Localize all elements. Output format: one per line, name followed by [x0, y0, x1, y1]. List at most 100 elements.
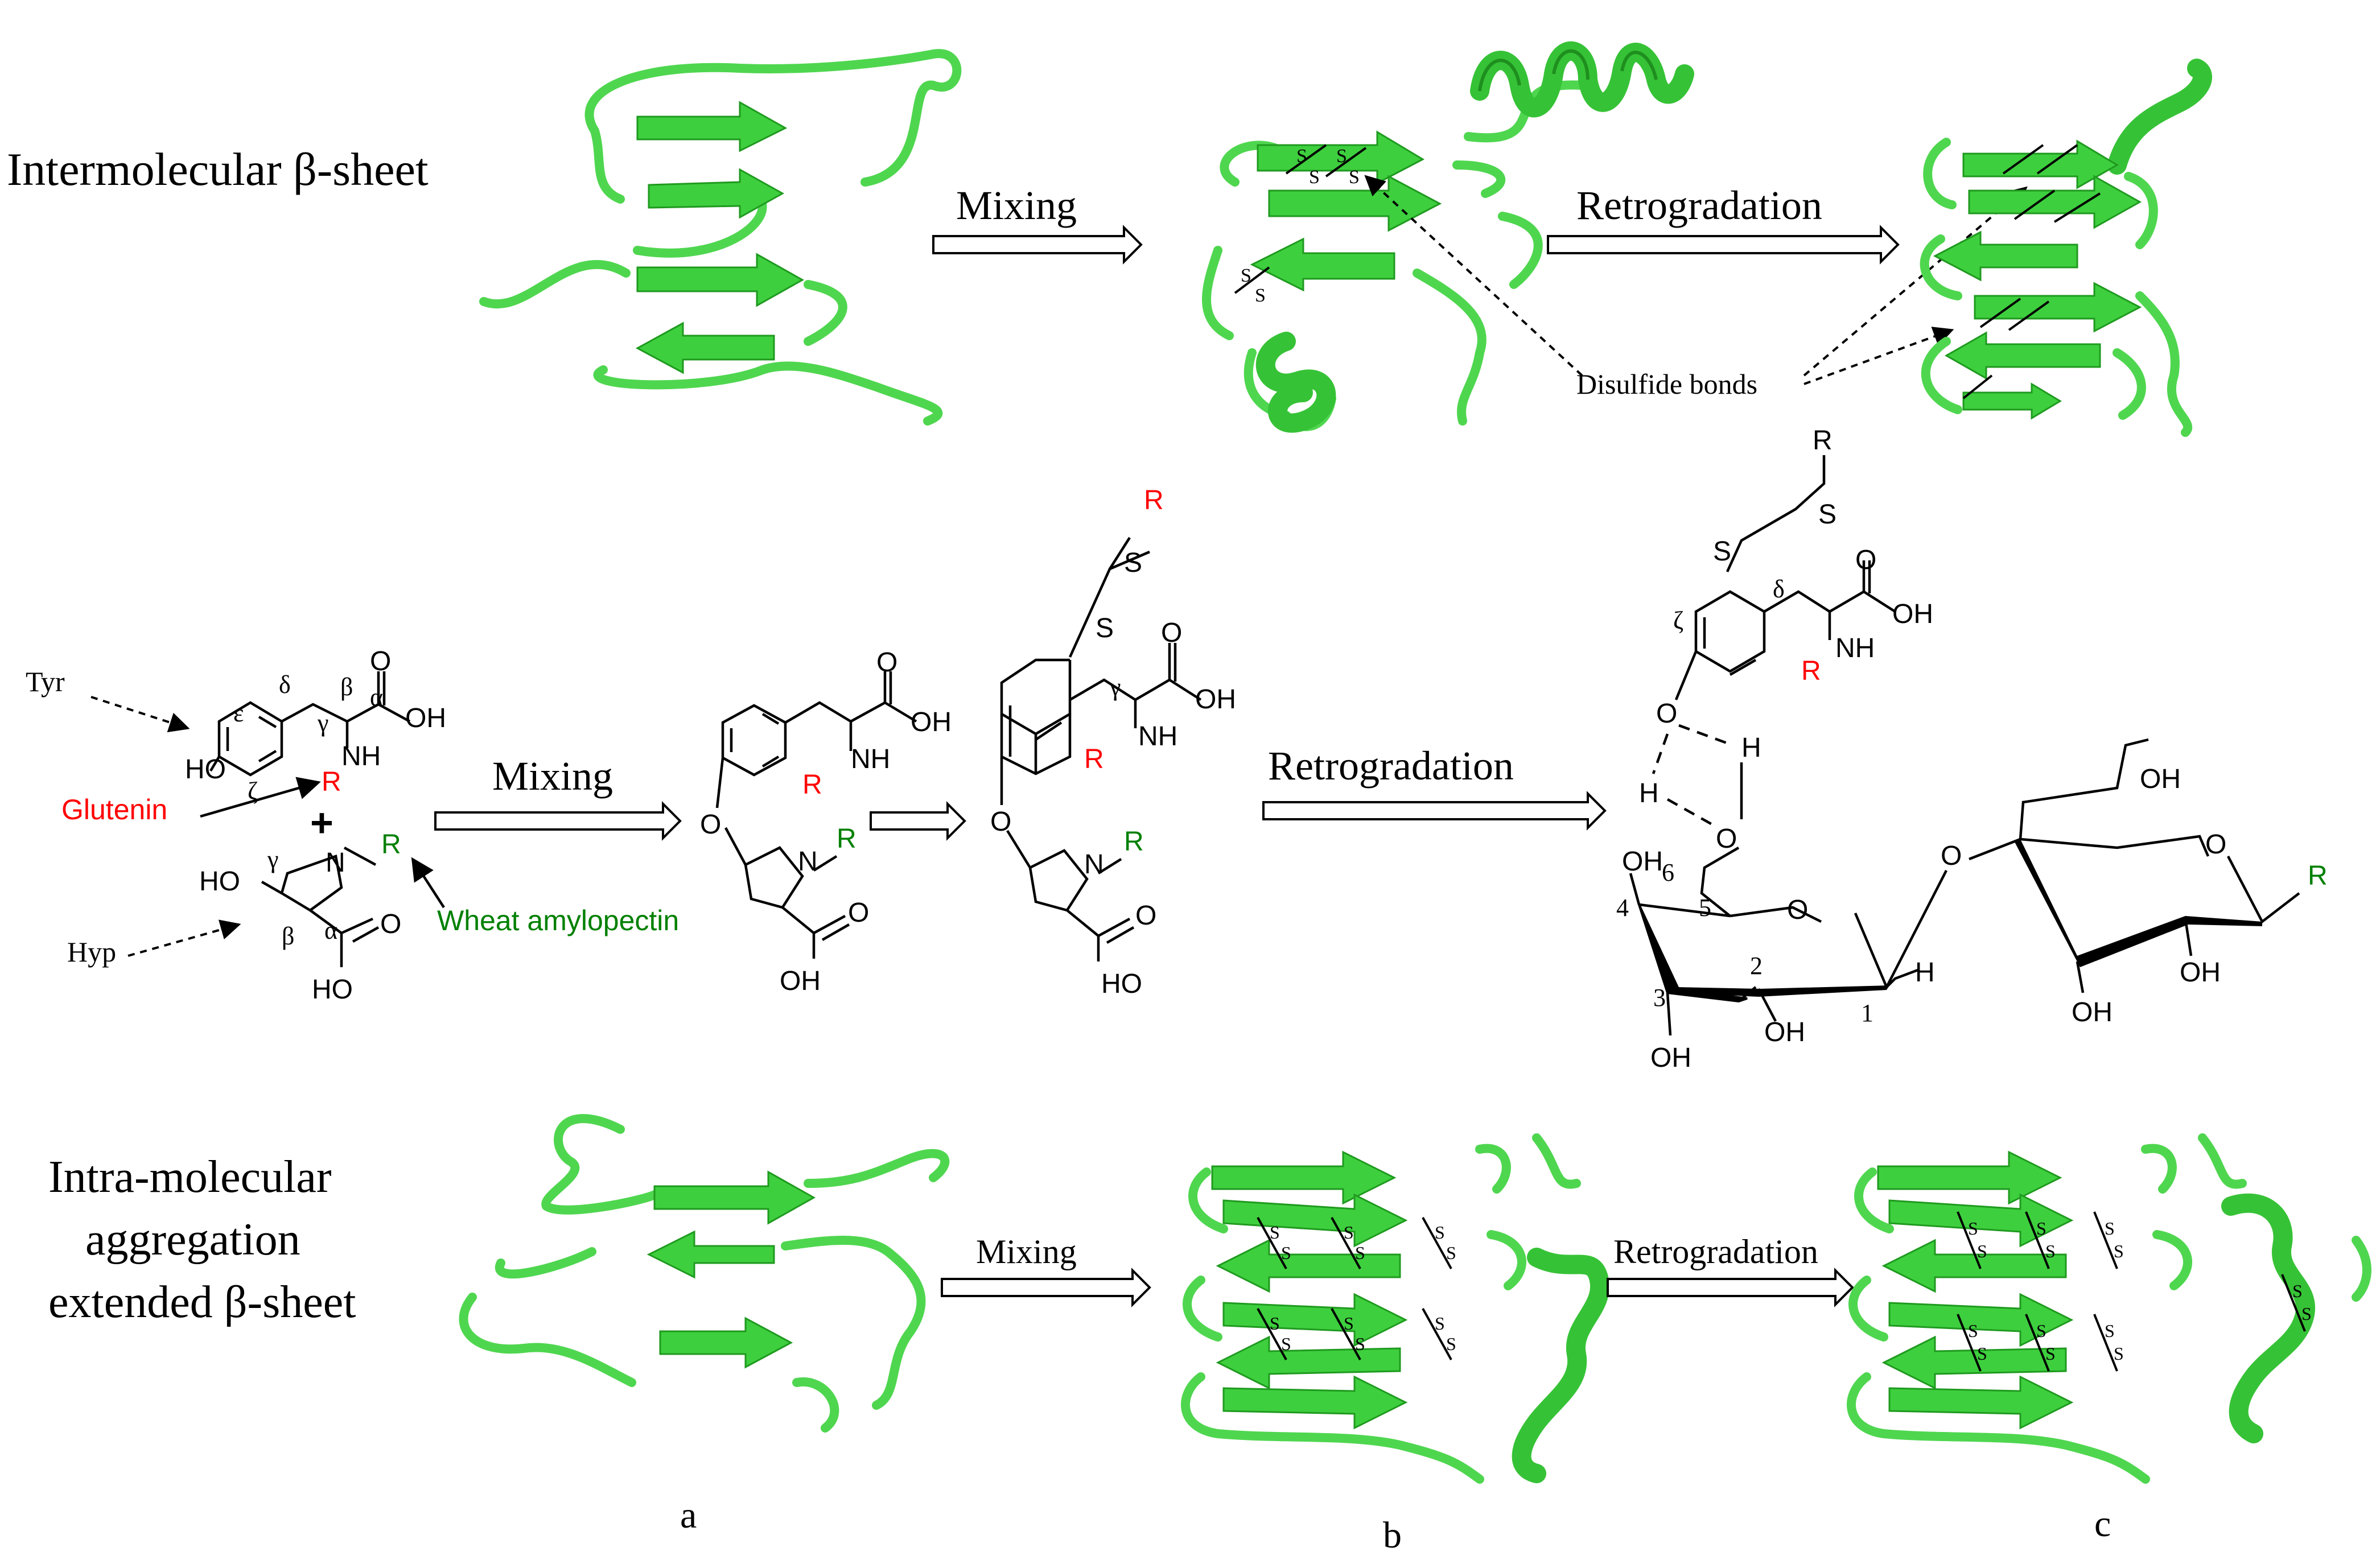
svg-text:OH: OH [780, 966, 821, 996]
disulfide-s-label: S [2301, 1303, 2312, 1324]
protein-structure-1a [479, 49, 962, 426]
retrogradation-arrow-1: Retrogradation [1547, 183, 1900, 265]
svg-text:HO: HO [312, 975, 353, 1005]
svg-text:OH: OH [2072, 997, 2113, 1027]
svg-text:O: O [370, 646, 391, 676]
disulfide-s-label: S [2114, 1343, 2124, 1364]
svg-text:HO: HO [185, 754, 226, 785]
svg-text:OH: OH [1892, 599, 1933, 629]
svg-text:O: O [380, 909, 401, 939]
svg-text:6: 6 [1662, 859, 1674, 886]
svg-text:NH: NH [1138, 721, 1177, 752]
protein-structure-1c [1920, 59, 2212, 437]
svg-text:R: R [1124, 827, 1144, 857]
svg-text:OH: OH [405, 703, 446, 733]
disulfide-s-label: S [1435, 1222, 1445, 1243]
svg-text:5: 5 [1699, 894, 1711, 922]
svg-text:4: 4 [1616, 894, 1629, 922]
svg-text:S: S [1124, 548, 1142, 578]
svg-text:N: N [326, 848, 345, 878]
disulfide-s-label: S [2105, 1320, 2115, 1341]
svg-text:HO: HO [199, 866, 240, 897]
hydroxyproline-structure: HO N O HO γ β α R [199, 829, 401, 1005]
disulfide-s-label: S [2292, 1281, 2303, 1301]
intermediate-structure: R S S γ O OH NH R O N R O HO [990, 485, 1236, 999]
svg-text:δ: δ [1773, 575, 1785, 603]
mixing-label-1: Mixing [956, 183, 1077, 228]
disulfide-s-label: S [1270, 1313, 1280, 1334]
svg-text:S: S [1241, 265, 1251, 286]
svg-text:O: O [990, 807, 1011, 837]
disulfide-s-label: S [2045, 1343, 2056, 1364]
protein-structure-3a [459, 1114, 950, 1433]
disulfide-s-label: S [2105, 1218, 2115, 1239]
svg-text:S: S [1309, 167, 1320, 188]
svg-text:R: R [802, 770, 822, 800]
svg-text:O: O [2205, 829, 2226, 860]
glutenin-label: Glutenin [61, 794, 167, 826]
svg-text:O: O [876, 647, 897, 678]
svg-text:S: S [1713, 536, 1731, 567]
helix-3c [2221, 1193, 2316, 1443]
svg-text:R: R [1144, 485, 1164, 515]
disulfide-s-label: S [1435, 1313, 1445, 1334]
svg-text:β: β [340, 673, 353, 701]
svg-text:δ: δ [279, 671, 291, 699]
svg-text:R: R [1801, 656, 1821, 686]
svg-text:S: S [1096, 613, 1114, 643]
glutenin-r: R [322, 767, 341, 797]
svg-text:N: N [1084, 849, 1104, 880]
disulfide-s-label: S [2036, 1320, 2047, 1341]
helix-1c-top [2107, 59, 2212, 175]
svg-text:OH: OH [1764, 1017, 1805, 1047]
mixing-label-3: Mixing [976, 1233, 1077, 1270]
svg-text:O: O [1855, 545, 1876, 575]
disulfide-s-label: S [1968, 1218, 1978, 1239]
svg-text:OH: OH [1622, 847, 1663, 877]
disulfide-s-label: S [1446, 1334, 1456, 1354]
disulfide-s-label: S [1281, 1334, 1291, 1354]
intermolecular-label: Intermolecular β-sheet [7, 143, 429, 195]
svg-text:γ: γ [267, 845, 278, 873]
plus-sign: + [310, 800, 333, 845]
svg-text:O: O [1135, 901, 1156, 931]
svg-text:S: S [1818, 500, 1837, 530]
svg-text:O: O [1161, 618, 1182, 648]
svg-text:O: O [1656, 699, 1677, 729]
svg-text:N: N [798, 847, 818, 877]
disulfide-s-label: S [1344, 1222, 1354, 1243]
wheat-amylopectin-label: Wheat amylopectin [437, 905, 679, 936]
svg-text:OH: OH [911, 707, 952, 737]
svg-text:R: R [837, 824, 857, 854]
svg-text:ε: ε [233, 699, 244, 727]
panel-label-a: a [680, 1495, 697, 1536]
disulfide-bonds-label: Disulfide bonds [1576, 368, 1757, 400]
svg-text:H: H [1639, 778, 1659, 808]
svg-text:O: O [1787, 895, 1808, 925]
mixing-arrow-3: Mixing [941, 1233, 1151, 1307]
disulfide-s-label: S [1446, 1243, 1456, 1263]
svg-text:OH: OH [1650, 1043, 1691, 1073]
svg-text:OH: OH [2140, 764, 2181, 794]
hyp-label: Hyp [67, 936, 116, 968]
retrogradation-label-1: Retrogradation [1576, 183, 1822, 228]
svg-text:β: β [282, 922, 294, 950]
retrogradation-label-2: Retrogradation [1268, 743, 1514, 789]
svg-text:γ: γ [317, 709, 328, 737]
intramolecular-label-line3: extended β-sheet [48, 1277, 356, 1327]
panel-label-c: c [2094, 1503, 2111, 1545]
mixing-arrow-2: Mixing [434, 753, 682, 841]
helix-1b-bottom [1255, 332, 1336, 433]
disulfide-s-label: S [1977, 1241, 1987, 1261]
disulfide-s-label: S [2036, 1218, 2047, 1239]
disulfide-s-label: S [2045, 1241, 2056, 1261]
disulfide-s-label: S [1968, 1320, 1978, 1341]
disulfide-s-label: S [1355, 1243, 1365, 1263]
mixing-arrow-1: Mixing [932, 183, 1143, 265]
svg-text:α: α [324, 917, 337, 944]
retrogradation-arrow-3: Retrogradation [1607, 1233, 1854, 1307]
retrogradation-label-3: Retrogradation [1613, 1233, 1818, 1270]
